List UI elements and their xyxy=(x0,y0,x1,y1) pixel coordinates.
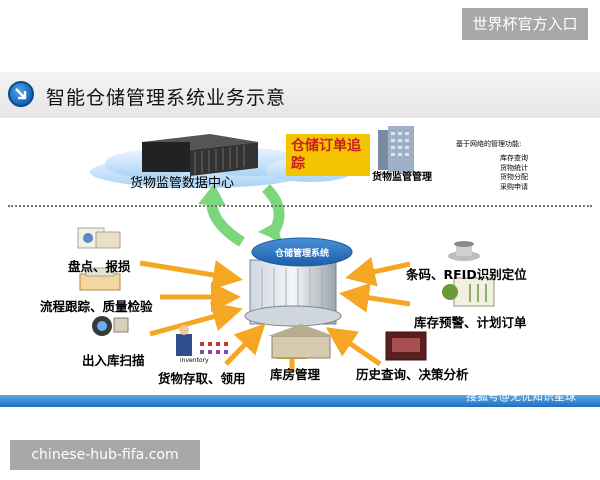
footer-url-link[interactable]: chinese-hub-fifa.com xyxy=(10,440,200,470)
scan-icon xyxy=(92,316,129,336)
quality-check-icon xyxy=(79,267,121,291)
node-history-query: 历史查询、决策分析 xyxy=(356,367,469,382)
node-inventory-check: 盘点、报损 xyxy=(68,259,131,274)
inventory-check-icon xyxy=(77,227,121,249)
network-item: 货物统计 xyxy=(500,163,528,172)
slide: 智能仓储管理系统业务示意 xyxy=(0,72,600,412)
network-item: 采购申请 xyxy=(500,182,528,191)
dotted-divider xyxy=(8,205,592,207)
network-list: 库存查询 货物统计 货物分配 采购申请 xyxy=(500,154,528,192)
warehouse-building-icon xyxy=(268,324,334,359)
diagram-graphics xyxy=(77,126,495,372)
server-rack-icon xyxy=(142,134,258,176)
bottom-bar xyxy=(0,395,600,407)
node-access-collect: 货物存取、领用 xyxy=(158,371,246,386)
warehouse-system-hub xyxy=(244,237,353,327)
arrow-circle-icon xyxy=(8,81,34,107)
network-item: 货物分配 xyxy=(500,173,528,181)
inventory-people-icon xyxy=(176,325,228,356)
node-stock-alert: 库存预警、计划订单 xyxy=(414,315,527,330)
network-item: 库存查询 xyxy=(500,154,528,162)
site-entry-link[interactable]: 世界杯官方入口 xyxy=(462,8,588,40)
orange-arrows xyxy=(139,257,411,372)
node-inout-scan: 出入库扫描 xyxy=(82,353,145,368)
node-warehouse-mgmt: 库房管理 xyxy=(270,367,321,382)
green-cycle-arrows xyxy=(198,184,285,247)
title-band xyxy=(0,72,600,118)
node-barcode-rfid: 条码、RFID识别定位 xyxy=(406,267,527,282)
watermark: 搜狐号@无忧知识星球 xyxy=(466,390,576,403)
stock-alert-icon xyxy=(442,277,495,307)
slide-title: 智能仓储管理系统业务示意 xyxy=(46,87,287,109)
supervision-label: 货物监管管理 xyxy=(372,172,432,183)
building-icon xyxy=(378,126,414,172)
rfid-reader-icon xyxy=(448,241,480,261)
hub-label: 仓储管理系统 xyxy=(274,249,329,259)
inventory-caption: inventory xyxy=(180,357,209,364)
network-heading: 基于网络的管理功能: xyxy=(456,140,522,148)
node-process-tracking: 流程跟踪、质量检验 xyxy=(40,299,153,314)
history-analysis-icon xyxy=(385,331,427,361)
order-tracking-badge: 仓储订单追踪 xyxy=(286,134,370,176)
cloud-label: 货物监管数据中心 xyxy=(130,176,235,191)
